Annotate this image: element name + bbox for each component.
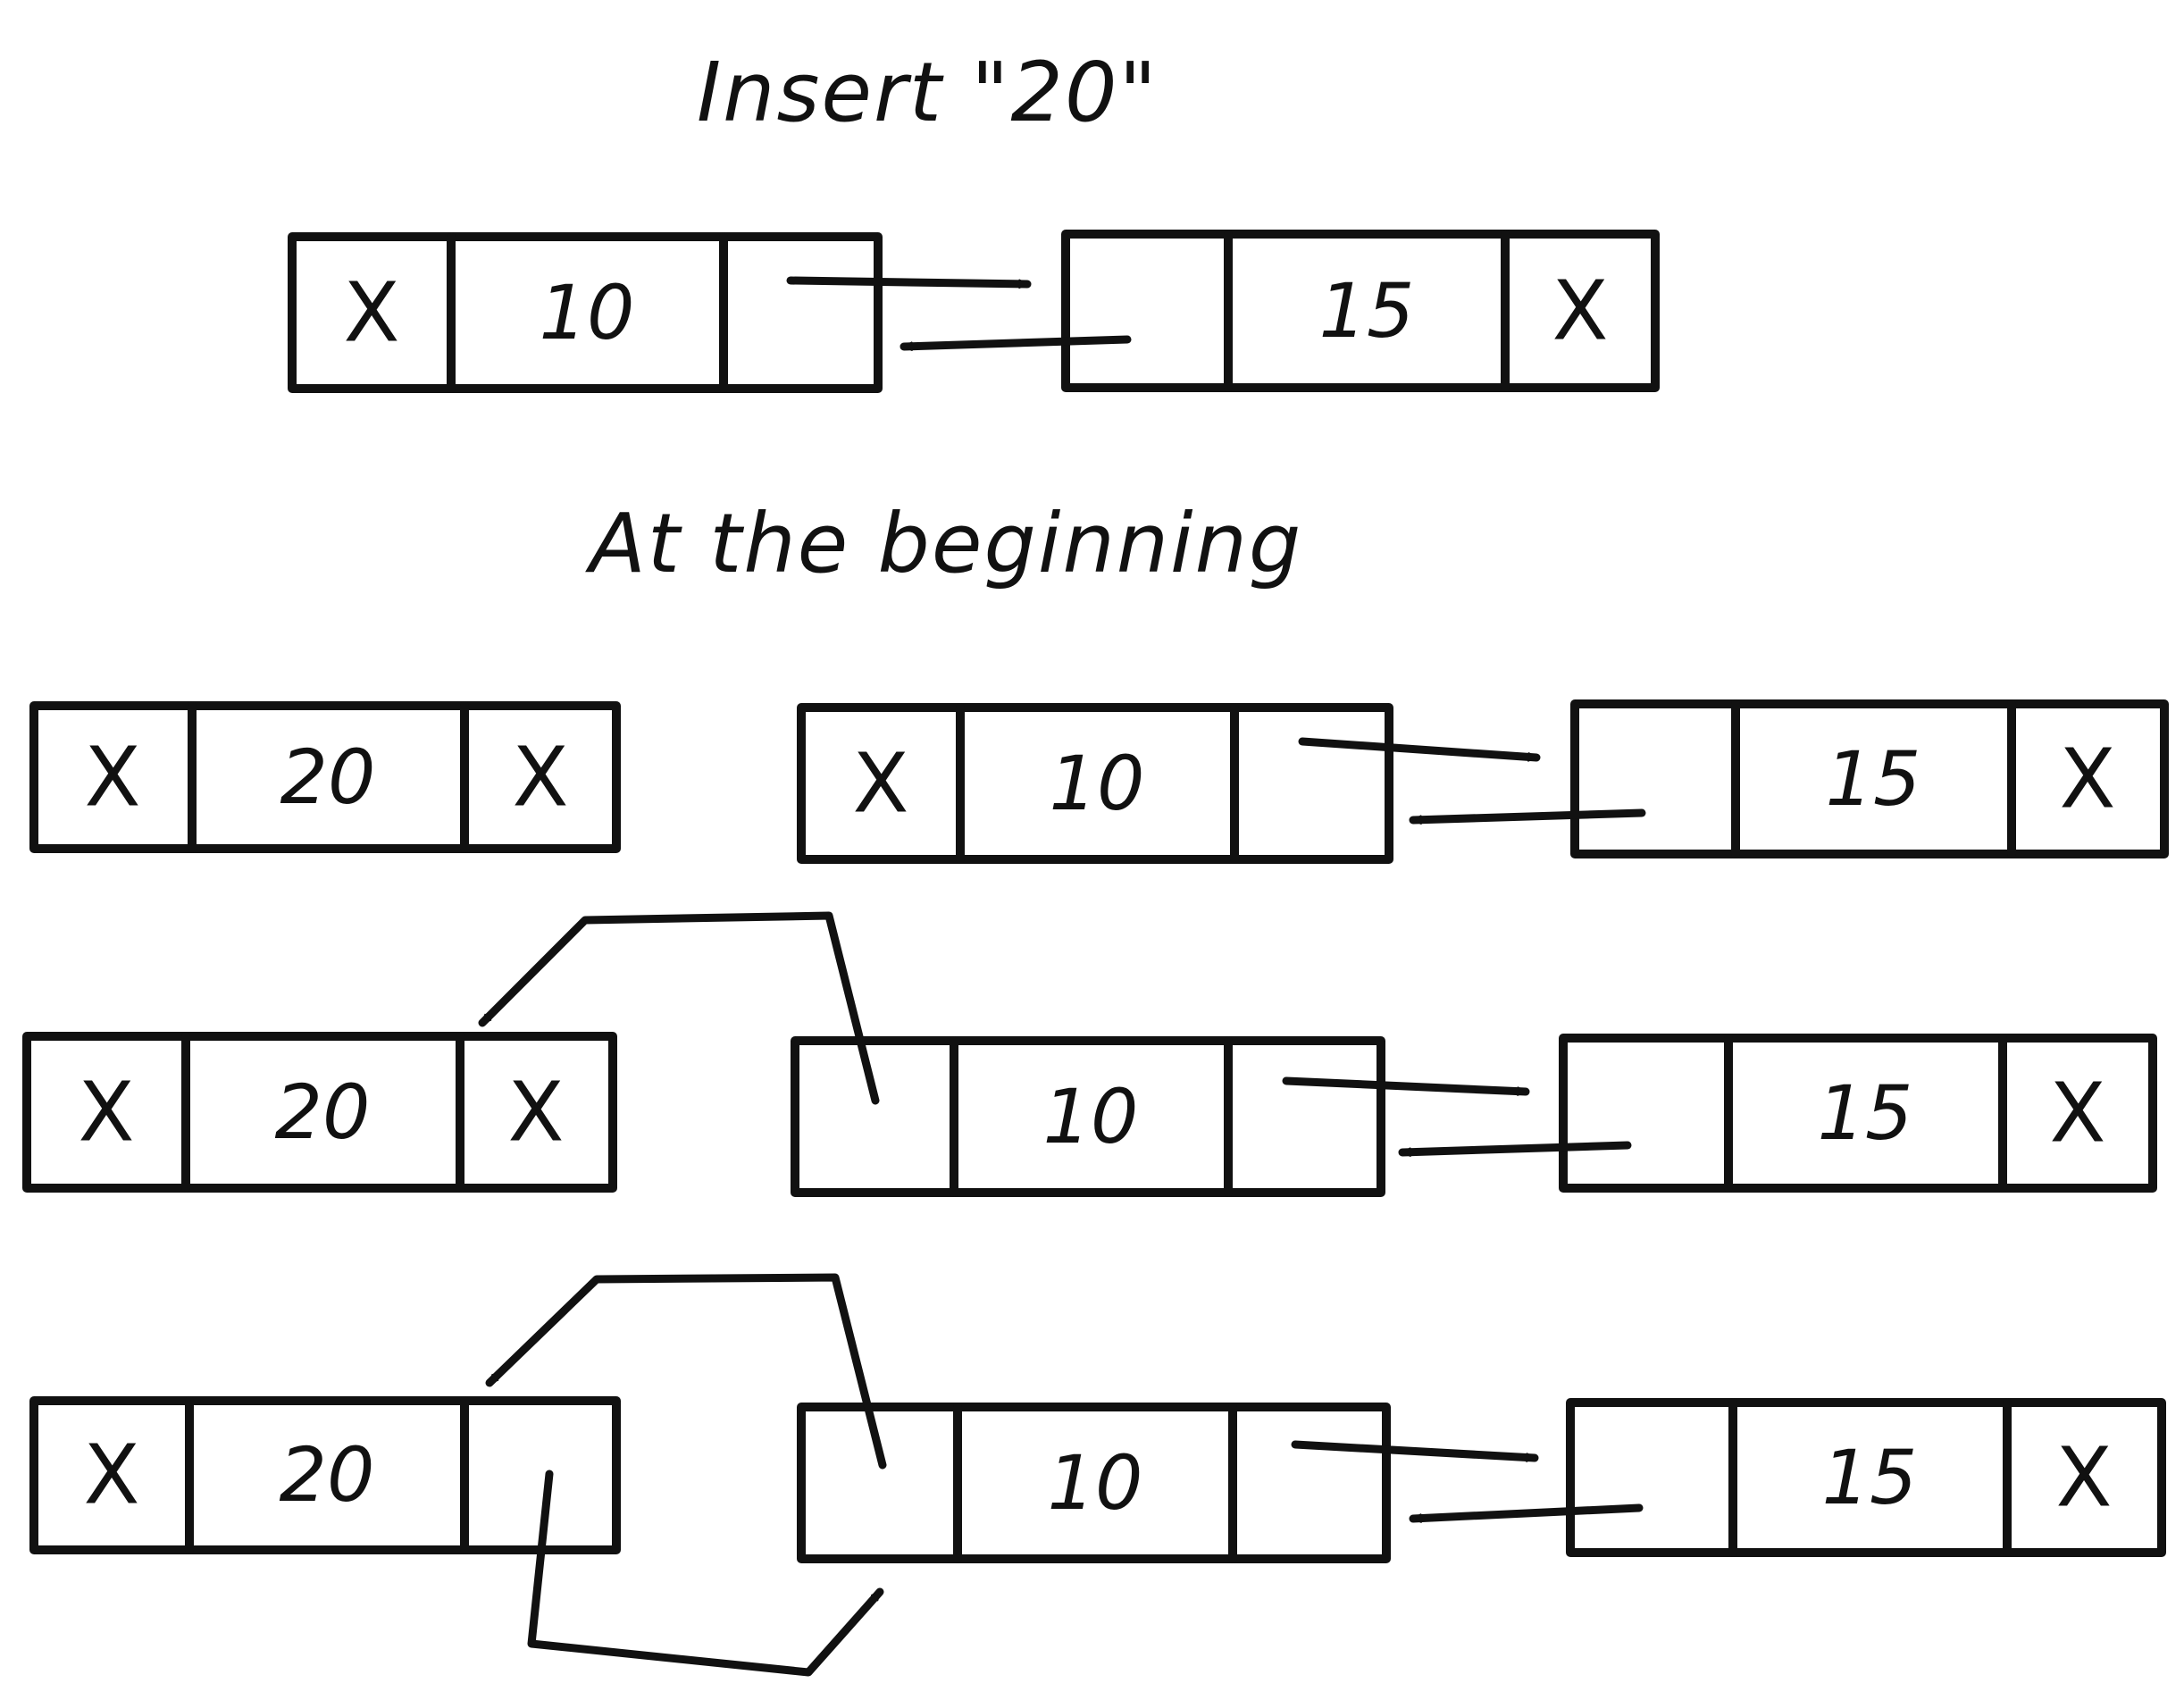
node-10: 10 xyxy=(797,1403,1391,1563)
section-subtitle: At the beginning xyxy=(585,496,1302,591)
prev-null-marker: X xyxy=(343,265,399,361)
node-value: 20 xyxy=(280,733,376,821)
step-3: X 20 10 15 X xyxy=(29,1273,2166,1677)
prev-pointer-arrow xyxy=(1409,1503,1644,1523)
node-20: X 20 xyxy=(29,1396,621,1554)
step-1: X 20 X X 10 15 X xyxy=(29,699,2169,864)
next-null-marker: X xyxy=(2059,732,2115,827)
next-pointer-arrow xyxy=(786,276,1032,289)
prev-null-marker: X xyxy=(852,736,908,832)
initial-list: X 10 15 X xyxy=(288,230,1660,393)
diagram-title: Insert "20" xyxy=(697,45,1159,140)
node-15: 15 X xyxy=(1061,230,1660,392)
node-value: 15 xyxy=(1319,267,1415,355)
node-value: 20 xyxy=(275,1068,371,1156)
prev-pointer-arrow-to-20 xyxy=(485,1273,887,1470)
prev-null-marker: X xyxy=(78,1065,134,1160)
next-null-marker: X xyxy=(2055,1430,2112,1526)
next-pointer-arrow xyxy=(1291,1440,1539,1462)
node-15: 15 X xyxy=(1559,1034,2157,1193)
next-pointer-arrow xyxy=(1282,1076,1530,1096)
next-null-marker: X xyxy=(507,1065,564,1160)
node-value: 10 xyxy=(1043,1073,1139,1160)
node-value: 20 xyxy=(280,1431,375,1519)
next-null-marker: X xyxy=(2049,1066,2105,1161)
node-20: X 20 X xyxy=(29,701,621,853)
prev-null-marker: X xyxy=(84,730,140,825)
node-value: 15 xyxy=(1826,735,1921,823)
node-value: 10 xyxy=(540,269,635,356)
next-null-marker: X xyxy=(512,730,568,825)
node-10: 10 xyxy=(791,1036,1385,1197)
prev-pointer-arrow xyxy=(1409,808,1646,825)
prev-null-marker: X xyxy=(83,1428,139,1523)
prev-pointer-arrow xyxy=(900,335,1132,351)
prev-pointer-arrow xyxy=(1398,1141,1632,1157)
node-value: 15 xyxy=(1822,1434,1918,1521)
next-null-marker: X xyxy=(1552,264,1608,359)
node-15: 15 X xyxy=(1566,1398,2166,1557)
node-value: 10 xyxy=(1050,740,1145,827)
node-value: 15 xyxy=(1818,1069,1913,1157)
node-20: X 20 X xyxy=(22,1032,617,1193)
node-value: 10 xyxy=(1048,1439,1143,1527)
node-10: X 10 xyxy=(288,232,883,393)
node-10: X 10 xyxy=(797,703,1393,864)
step-2: X 20 X 10 15 X xyxy=(22,911,2157,1197)
next-pointer-arrow xyxy=(1298,737,1541,762)
next-pointer-arrow-to-10 xyxy=(527,1470,884,1677)
prev-pointer-arrow-to-20 xyxy=(478,911,880,1105)
node-15: 15 X xyxy=(1570,699,2169,858)
